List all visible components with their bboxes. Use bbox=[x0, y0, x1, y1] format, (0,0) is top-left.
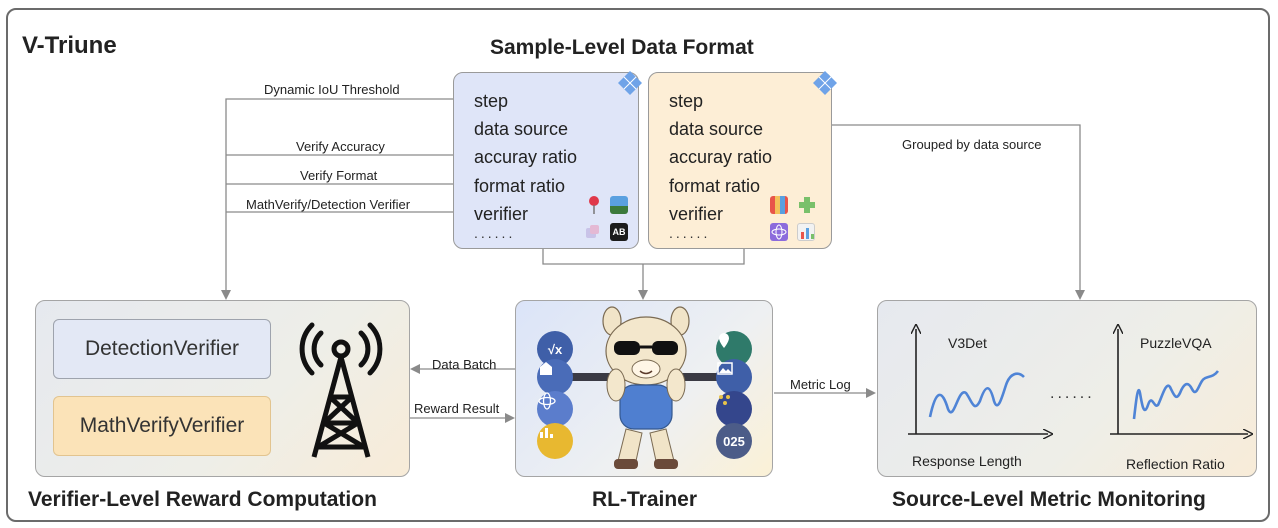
grouped-by-source-label: Grouped by data source bbox=[902, 137, 1042, 152]
dice-icon bbox=[586, 225, 599, 238]
verifier-panel: DetectionVerifier MathVerifyVerifier bbox=[35, 300, 410, 477]
mathverify-detection-label: MathVerify/Detection Verifier bbox=[246, 197, 411, 212]
verify-format-label: Verify Format bbox=[300, 168, 378, 183]
ellipsis: ...... bbox=[474, 225, 516, 241]
image-badge-icon bbox=[716, 359, 752, 395]
atom-icon bbox=[770, 223, 788, 241]
plots-ellipsis: ...... bbox=[1050, 385, 1095, 402]
puzzle-icon bbox=[799, 197, 815, 213]
field-step: step bbox=[669, 91, 704, 111]
data-batch-label: Data Batch bbox=[432, 357, 497, 372]
reflection-ratio-label: Reflection Ratio bbox=[1126, 456, 1225, 472]
field-data-source: data source bbox=[474, 119, 569, 139]
monitor-panel-title: Source-Level Metric Monitoring bbox=[892, 488, 1206, 511]
chart-badge-icon bbox=[537, 423, 573, 459]
field-step: step bbox=[474, 91, 509, 111]
dots-badge-icon bbox=[716, 391, 752, 427]
sample-card-orange: step data source accuray ratio format ra… bbox=[648, 71, 837, 249]
color-bars-icon bbox=[770, 196, 788, 214]
field-format-ratio: format ratio bbox=[474, 176, 566, 196]
ellipsis: ...... bbox=[669, 225, 711, 241]
diagram-frame bbox=[6, 8, 1270, 522]
sample-level-title: Sample-Level Data Format bbox=[490, 36, 754, 59]
mathverify-verifier-box: MathVerifyVerifier bbox=[53, 396, 271, 456]
field-verifier: verifier bbox=[669, 204, 724, 224]
atom-badge-icon bbox=[537, 391, 573, 427]
trainer-panel-title: RL-Trainer bbox=[592, 488, 698, 511]
v3det-label: V3Det bbox=[948, 335, 987, 351]
page-title: V-Triune bbox=[22, 32, 117, 59]
field-format-ratio: format ratio bbox=[669, 176, 761, 196]
building-icon bbox=[537, 359, 573, 395]
v3det-trend-line bbox=[928, 372, 1025, 418]
reward-result-label: Reward Result bbox=[414, 401, 500, 416]
dynamic-iou-label: Dynamic IoU Threshold bbox=[264, 82, 400, 97]
metric-plots bbox=[908, 301, 1258, 478]
puzzlevqa-trend-line bbox=[1132, 370, 1220, 420]
antenna-tower-icon bbox=[299, 322, 383, 458]
corner-grid-icon bbox=[813, 71, 837, 95]
metric-log-label: Metric Log bbox=[790, 377, 851, 392]
sample-card-blue: step data source accuray ratio format ra… bbox=[453, 71, 642, 249]
field-accuracy-ratio: accuray ratio bbox=[474, 147, 578, 167]
corner-grid-icon bbox=[618, 71, 642, 95]
verifier-panel-title: Verifier-Level Reward Computation bbox=[28, 488, 377, 511]
map-pin-icon bbox=[589, 196, 599, 214]
detection-verifier-box: DetectionVerifier bbox=[53, 319, 271, 379]
puzzlevqa-label: PuzzleVQA bbox=[1140, 335, 1212, 351]
llama-mascot-icon bbox=[602, 306, 690, 469]
monitor-panel: V3Det PuzzleVQA ...... Response Length R… bbox=[877, 300, 1257, 477]
verify-accuracy-label: Verify Accuracy bbox=[296, 139, 385, 154]
field-data-source: data source bbox=[669, 119, 764, 139]
response-length-label: Response Length bbox=[912, 453, 1022, 469]
number-badge: 025 bbox=[716, 423, 752, 459]
field-accuracy-ratio: accuray ratio bbox=[669, 147, 773, 167]
bar-chart-icon bbox=[797, 223, 815, 241]
ab-label-icon: AB bbox=[610, 223, 628, 241]
landscape-image-icon bbox=[610, 196, 628, 214]
trainer-panel: √x 025 bbox=[515, 300, 773, 477]
field-verifier: verifier bbox=[474, 204, 529, 224]
